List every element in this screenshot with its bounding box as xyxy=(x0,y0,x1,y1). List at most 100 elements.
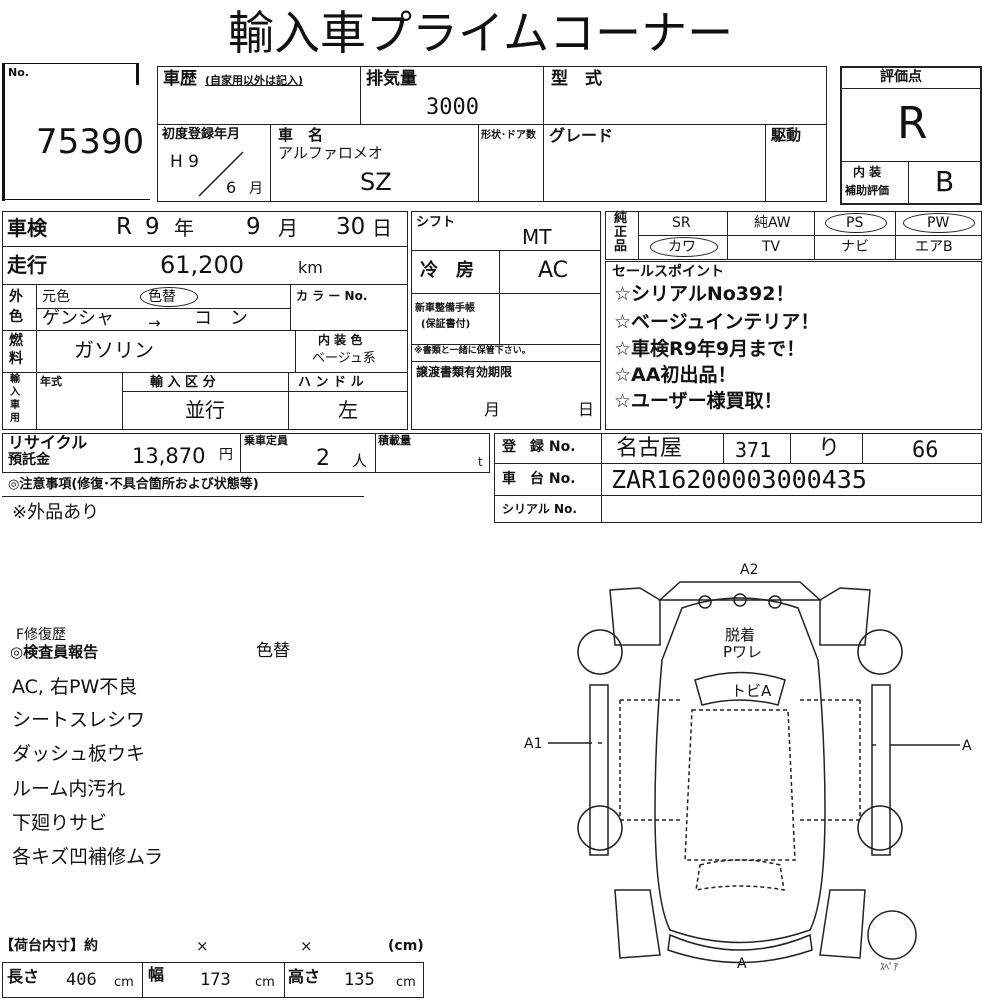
chassis-number: ZAR16200003000435 xyxy=(611,465,867,494)
reg-kana: り xyxy=(818,436,841,461)
year-label: 年式 xyxy=(40,375,62,388)
sales-points-label: セールスポイント xyxy=(612,264,724,280)
interior-score: B xyxy=(935,165,955,198)
inspection-month: 9 xyxy=(246,214,261,240)
report-label: ◎検査員報告 xyxy=(10,643,99,661)
exterior-side-1: 外 xyxy=(9,289,23,305)
handle-label: ハ ン ド ル xyxy=(298,375,364,390)
orig-color-label: 元色 xyxy=(42,289,70,305)
color-no-label: カ ラ ー No. xyxy=(296,289,368,303)
equip-aw: 純AW xyxy=(754,215,791,231)
maintenance-label-1: 新車整備手帳 xyxy=(415,303,475,314)
cargo-unit-header: (cm) xyxy=(388,938,424,954)
equip-leather: カワ xyxy=(668,239,696,255)
capacity-unit: 人 xyxy=(352,452,368,470)
handle-value: 左 xyxy=(338,398,358,422)
docs-expiry-month: 月 xyxy=(484,400,501,419)
equip-side-3: 品 xyxy=(614,239,628,254)
cargo-length-label: 長さ xyxy=(7,967,40,986)
equip-pw: PW xyxy=(927,215,950,231)
cargo-x2: × xyxy=(300,937,313,955)
report-line-4: ルーム内汚れ xyxy=(12,778,126,800)
inspection-year-unit: 年 xyxy=(174,216,194,240)
lot-no-label: No. xyxy=(8,66,29,79)
maintenance-label-2: (保証書付) xyxy=(421,319,471,330)
equip-navi: ナビ xyxy=(841,239,869,255)
mileage-value: 61,200 xyxy=(160,251,244,279)
sales-point-1: ☆シリアルNo392！ xyxy=(614,283,795,305)
load-label: 積載量 xyxy=(378,434,411,447)
diagram-spare: ｽﾍﾟｱ xyxy=(880,963,899,973)
car-damage-diagram xyxy=(548,581,960,964)
capacity-value: 2 xyxy=(316,446,330,471)
report-repaint: 色替 xyxy=(256,641,290,661)
inspection-day-unit: 日 xyxy=(372,216,392,240)
grade-label: グレード xyxy=(549,126,614,145)
first-reg-slash xyxy=(198,151,244,197)
drive-label: 駆動 xyxy=(771,126,802,144)
mileage-unit: km xyxy=(298,258,323,277)
inspection-month-unit: 月 xyxy=(278,216,298,240)
report-line-6: 各キズ凹補修ムラ xyxy=(12,846,164,868)
history-label: 車歴 xyxy=(163,69,197,89)
displacement-label: 排気量 xyxy=(366,69,417,89)
report-line-3: ダッシュ板ウキ xyxy=(12,743,146,765)
registration-label: 登 録 No. xyxy=(502,439,576,455)
repaint-label: 色替 xyxy=(148,289,176,305)
car-name-label: 車 名 xyxy=(278,126,324,144)
equip-side-1: 純 xyxy=(614,211,628,226)
shift-value: MT xyxy=(522,225,552,249)
interior-label-1: 内 装 xyxy=(853,165,882,179)
fuel-value: ガソリン xyxy=(74,338,154,362)
diagram-hood-2: Pワレ xyxy=(723,643,763,661)
rating-label: 評価点 xyxy=(880,69,922,85)
inspection-label: 車検 xyxy=(7,216,47,240)
cargo-width-unit: cm xyxy=(255,975,275,990)
reg-class: 371 xyxy=(735,438,772,462)
equip-airbag: エアB xyxy=(915,239,953,255)
chassis-label: 車 台 No. xyxy=(502,471,576,487)
rating-box xyxy=(840,66,982,205)
recycle-label-2: 預託金 xyxy=(8,452,50,468)
equip-side-2: 正 xyxy=(614,225,628,240)
exterior-side-2: 色 xyxy=(9,309,23,325)
report-line-5: 下廻りサビ xyxy=(12,812,108,834)
aircon-value: AC xyxy=(538,258,569,283)
import-side-1: 輸 xyxy=(10,374,20,385)
recycle-value: 13,870 xyxy=(132,444,206,468)
import-side-2: 入 xyxy=(10,387,20,398)
lot-number: 75390 xyxy=(36,122,145,162)
new-color: コ ン xyxy=(194,308,248,329)
notes-text: ※外品あり xyxy=(12,502,100,523)
cargo-height-unit: cm xyxy=(396,975,416,990)
car-model: SZ xyxy=(360,168,392,196)
interior-color: ベージュ系 xyxy=(312,351,376,366)
inspection-era: R xyxy=(116,214,132,240)
notes-label: ◎注意事項(修復･不具合箇所および状態等) xyxy=(8,477,259,492)
docs-expiry-day: 日 xyxy=(578,400,595,419)
first-reg-month: 6 xyxy=(226,178,237,197)
model-type-label: 型 式 xyxy=(551,69,602,89)
import-class-label: 輸 入 区 分 xyxy=(150,375,216,390)
report-line-2: シートスレシワ xyxy=(12,709,146,731)
doors-label: 形状･ドア数 xyxy=(481,130,536,141)
page-title: 輸入車プライムコーナー xyxy=(228,6,734,60)
import-class-value: 並行 xyxy=(185,398,225,422)
car-maker: アルファロメオ xyxy=(278,144,383,162)
interior-color-label: 内 装 色 xyxy=(318,333,363,347)
first-reg-month-unit: 月 xyxy=(249,181,263,197)
orig-color: ゲンシャ xyxy=(42,308,114,329)
diagram-hood-1: 脱着 xyxy=(725,626,756,644)
sales-points-box xyxy=(605,261,982,430)
cargo-height-label: 高さ xyxy=(288,967,321,986)
cargo-length-unit: cm xyxy=(114,975,134,990)
mileage-label: 走行 xyxy=(7,253,47,277)
sales-point-2: ☆ベージュインテリア！ xyxy=(614,311,820,333)
diagram-right-label: A xyxy=(962,738,972,754)
report-line-1: AC, 右PW不良 xyxy=(12,676,138,698)
first-reg-year: H 9 xyxy=(170,152,200,172)
shift-grid xyxy=(411,211,601,430)
diagram-windshield: トビA xyxy=(731,682,772,700)
inspection-day: 30 xyxy=(336,214,366,240)
inspection-year: 9 xyxy=(145,214,160,240)
